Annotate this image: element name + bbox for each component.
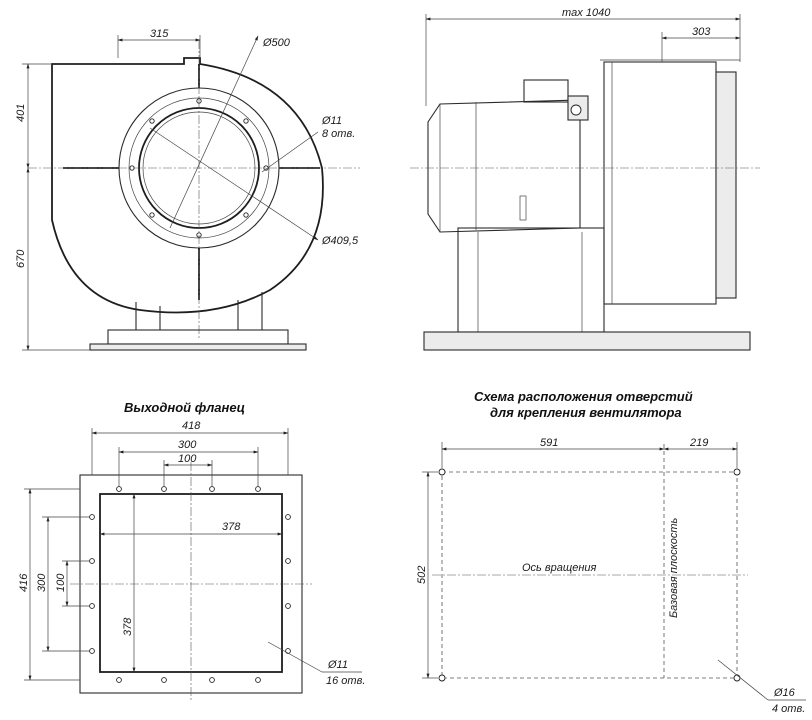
scroll-housing (51, 57, 324, 314)
dim-flange-hole-count: 16 отв. (326, 675, 365, 687)
dim-mount-right-span: 219 (689, 437, 708, 449)
terminal-box (523, 79, 569, 103)
housing-inlet-flange (715, 71, 737, 299)
dim-outlet-offset: 315 (150, 28, 169, 40)
fan-housing (603, 61, 717, 305)
side-base-plate (423, 331, 751, 351)
dim-mount-hole-count: 4 отв. (772, 703, 805, 715)
dim-flange-hole-span: 300 (178, 439, 197, 451)
base-foot (89, 343, 307, 351)
front-view: 315 Ø500 Ø11 8 отв. Ø409,5 401 670 (15, 28, 360, 351)
outlet-flange-view: Выходной фланец (18, 400, 365, 702)
dim-flange-opening-width: 378 (222, 521, 241, 533)
side-view: max 1040 303 (410, 7, 760, 351)
dim-housing-width: 303 (692, 26, 711, 38)
mounting-scheme-title-line1: Схема расположения отверстий (474, 389, 693, 404)
dim-outer-diameter: Ø500 (262, 37, 291, 49)
dim-flange-hole-diameter: Ø11 (327, 659, 348, 671)
mounting-holes (438, 468, 741, 682)
dim-upper-height: 401 (15, 104, 27, 122)
label-base-plane: Базовая плоскость (668, 517, 680, 618)
dim-max-length: max 1040 (562, 7, 611, 19)
dim-flange-opening-height: 378 (122, 617, 134, 636)
dim-mount-height: 502 (416, 566, 428, 584)
dim-hole-count: 8 отв. (322, 128, 355, 140)
base-plate (107, 329, 289, 345)
dim-flange-outer-width: 418 (182, 420, 201, 432)
dim-flange-outer-height: 416 (18, 573, 30, 592)
dim-flange-hole-pitch: 100 (178, 453, 197, 465)
dim-mount-hole-diameter: Ø16 (773, 687, 796, 699)
dim-inner-diameter: Ø409,5 (321, 235, 359, 247)
support-legs (135, 292, 263, 330)
outlet-flange-title: Выходной фланец (124, 400, 245, 415)
dim-mount-left-span: 591 (540, 437, 558, 449)
dim-flange-hole-pitch-vertical: 100 (55, 573, 67, 592)
dim-flange-hole-span-vertical: 300 (36, 573, 48, 592)
label-rotation-axis: Ось вращения (522, 562, 597, 574)
dim-hole-diameter: Ø11 (321, 115, 342, 127)
mounting-outline (441, 471, 738, 679)
mounting-scheme-title-line2: для крепления вентилятора (490, 405, 682, 420)
outlet-flange-holes (89, 486, 291, 683)
motor-body (427, 99, 581, 233)
dim-lower-height: 670 (15, 249, 27, 268)
mounting-scheme-view: Схема расположения отверстий для креплен… (416, 389, 806, 715)
